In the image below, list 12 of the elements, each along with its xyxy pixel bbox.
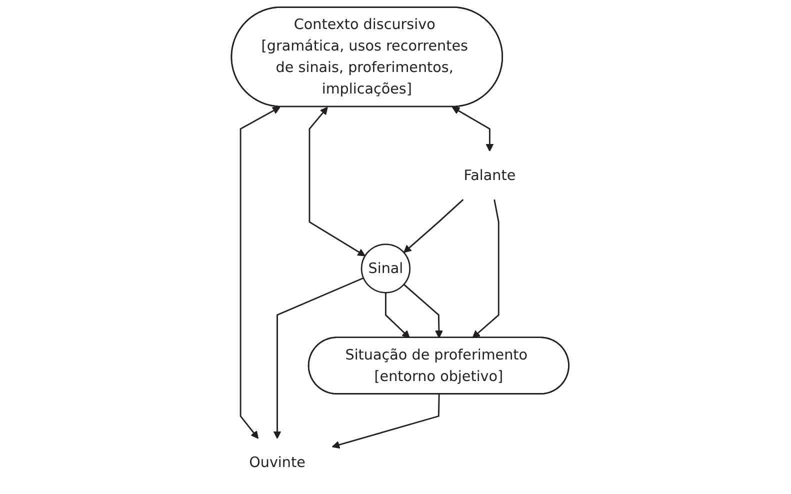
node-text: Ouvinte: [249, 454, 306, 471]
arrow: [404, 199, 464, 253]
arrow: [452, 106, 494, 152]
arrow: [472, 199, 500, 338]
arrow: [273, 277, 364, 439]
arrow: [240, 106, 280, 439]
arrow: [403, 284, 443, 338]
node-circle: Sinal: [360, 244, 411, 294]
arrow: [308, 106, 366, 256]
arrow: [384, 292, 410, 338]
arrow: [332, 394, 440, 449]
node-text: Falante: [464, 166, 516, 184]
